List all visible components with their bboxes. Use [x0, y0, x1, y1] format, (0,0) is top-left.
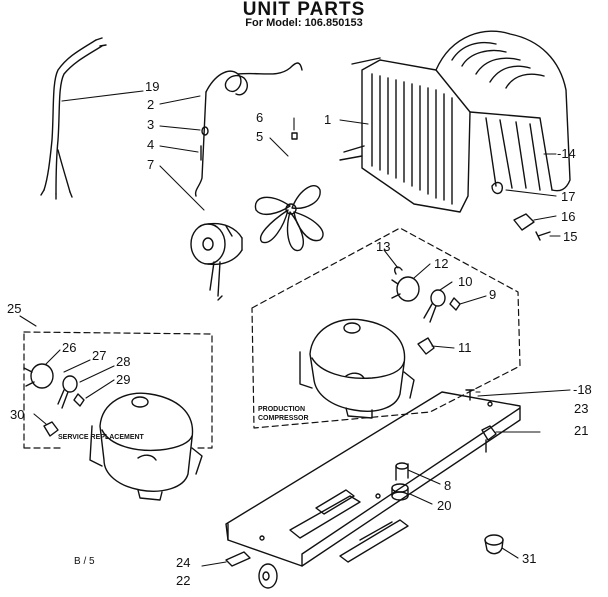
callout-17: 17	[561, 189, 576, 204]
callout-21: 21	[574, 423, 589, 438]
wire-harness-part	[40, 37, 107, 200]
callout-13: 13	[376, 239, 391, 254]
callout-7: 7	[147, 157, 155, 172]
model-subtitle: For Model: 106.850153	[245, 17, 363, 29]
callout-15: 15	[563, 229, 578, 244]
callout-25: 25	[7, 301, 22, 316]
condenser-coil-part	[339, 30, 571, 213]
spacer-part-20	[391, 483, 409, 501]
callout-14: -14	[557, 146, 576, 161]
relay-part-12	[391, 276, 420, 302]
part-9	[449, 297, 461, 311]
callout-11: 11	[458, 340, 472, 355]
callout-28: 28	[116, 354, 131, 369]
callout-8: 8	[444, 478, 452, 493]
base-plate-part	[225, 391, 521, 567]
service-compressor-part	[89, 392, 203, 501]
part-30	[43, 421, 59, 437]
callout-16: 16	[561, 209, 576, 224]
callout-27: 27	[92, 348, 107, 363]
callout-23: 23	[574, 401, 589, 416]
callout-1: 1	[324, 112, 332, 127]
production-compressor-box	[251, 227, 521, 429]
callout-2: 2	[147, 97, 155, 112]
callout-10: 10	[458, 274, 473, 289]
callout-22: 22	[176, 573, 191, 588]
callout-30: 30	[10, 407, 25, 422]
service-replacement-box	[23, 331, 213, 449]
callout-24: 24	[176, 555, 191, 570]
pin-part-24	[225, 551, 251, 567]
capillary-tube-part	[194, 62, 303, 197]
service-overload-part	[57, 375, 78, 409]
callout-5: 5	[256, 129, 264, 144]
leader-lines	[19, 90, 571, 567]
service-relay-part	[23, 363, 54, 389]
production-caption: PRODUCTION	[258, 406, 306, 413]
callout-19: 19	[145, 79, 160, 94]
callout-6: 6	[256, 110, 264, 125]
callout-18: -18	[573, 382, 592, 397]
callout-4: 4	[147, 137, 155, 152]
page-ref: B / 5	[74, 556, 95, 567]
callout-9: 9	[489, 287, 497, 302]
clip-part-13	[393, 266, 403, 275]
callout-26: 26	[62, 340, 77, 355]
fan-blade-part	[254, 185, 324, 252]
foot-part-31	[484, 534, 504, 555]
fan-motor-part	[190, 222, 243, 301]
callout-20: 20	[437, 498, 452, 513]
callout-3: 3	[147, 117, 155, 132]
roller-wheel-part	[258, 563, 278, 589]
service-replacement-caption: SERVICE REPLACEMENT	[58, 434, 144, 441]
terminal-cover-part-11	[417, 337, 435, 355]
page-title: UNIT PARTS	[242, 0, 366, 20]
screw-part-18	[465, 389, 475, 401]
overload-part-10	[423, 289, 446, 323]
compressor-caption: COMPRESSOR	[258, 415, 309, 422]
clip-part-17	[491, 181, 504, 195]
grommet-part-8	[395, 462, 409, 481]
part-29	[73, 393, 85, 407]
callout-31: 31	[522, 551, 537, 566]
callout-12: 12	[434, 256, 449, 271]
production-compressor-part	[299, 318, 415, 419]
bracket-part-16	[513, 213, 535, 231]
part-23-21	[481, 425, 497, 453]
callout-29: 29	[116, 372, 131, 387]
nut-part-6	[291, 132, 298, 140]
screw-part-15	[535, 231, 551, 241]
